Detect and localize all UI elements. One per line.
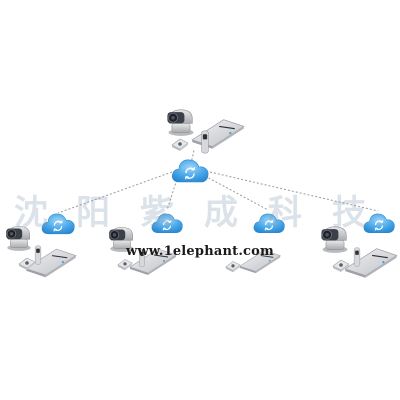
link-hub-to-head-office (189, 149, 195, 169)
remote-control-icon (201, 130, 209, 154)
cloud-sync-icon (171, 159, 209, 183)
head-office-endpoint (166, 109, 245, 154)
microphone-icon (171, 138, 189, 152)
cloud-sync-icon (41, 213, 75, 235)
link-lines (57, 149, 379, 214)
cloud-sync-icon (363, 213, 396, 234)
codec-icon (191, 119, 245, 150)
link-hub-to-node-1 (57, 171, 173, 214)
ptz-camera-icon (166, 109, 195, 137)
cloud-sync-icon (151, 213, 184, 234)
link-hub-to-node-4 (209, 171, 379, 212)
cloud-sync-icon (253, 213, 286, 234)
microphone-icon (225, 260, 241, 273)
site-url-label: www.1elephant.com (125, 244, 274, 259)
link-hub-to-node-3 (204, 175, 269, 211)
